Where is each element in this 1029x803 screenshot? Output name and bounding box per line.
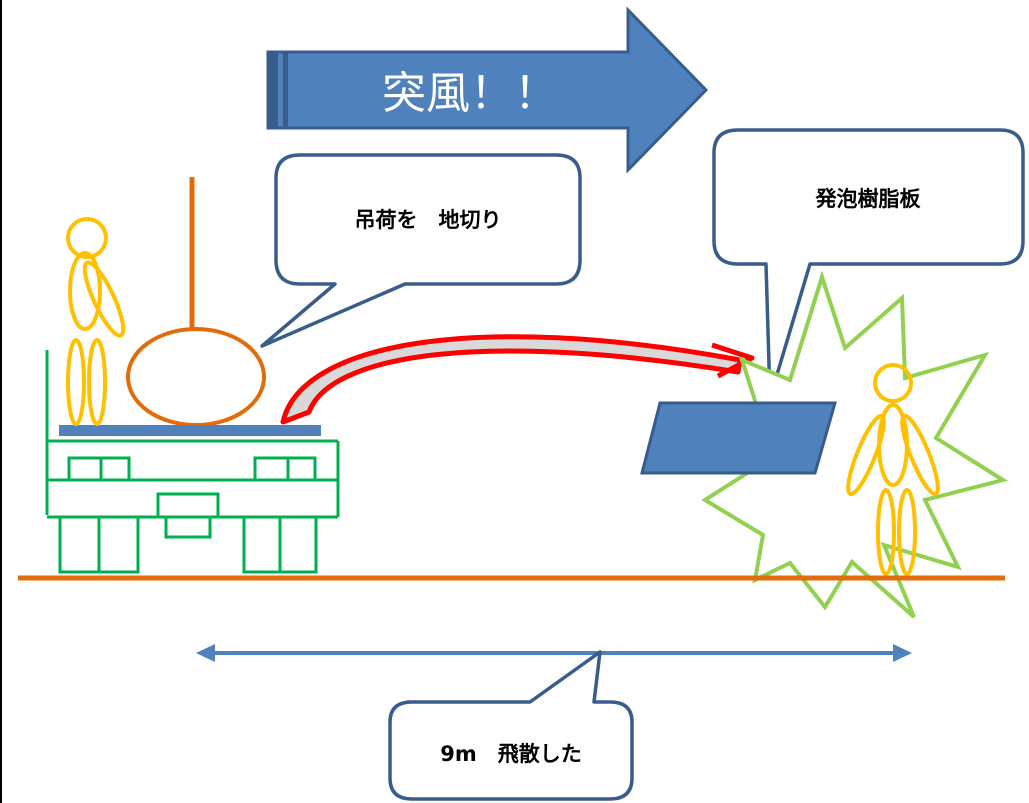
- worker-hit: [846, 363, 940, 576]
- flying-foam-board: [640, 401, 837, 475]
- flight-path-arrow: [280, 334, 755, 425]
- suspended-load: [126, 327, 266, 427]
- wind-arrow: 突風！！: [266, 6, 709, 174]
- board-on-vehicle: [59, 425, 321, 436]
- callout-board: 発泡樹脂板: [712, 128, 1025, 400]
- callout-load: 吊荷を 地切り: [260, 153, 582, 348]
- wind-arrow-label: 突風！！: [382, 68, 558, 119]
- callout-load-text: 吊荷を 地切り: [355, 208, 502, 232]
- callout-distance-text: 9m 飛散した: [440, 742, 582, 766]
- worker-on-vehicle: [66, 217, 126, 426]
- distance-arrow: [196, 644, 912, 662]
- truck-vehicle: [45, 350, 340, 574]
- callout-board-text: 発泡樹脂板: [815, 187, 922, 211]
- callout-distance: 9m 飛散した: [388, 650, 634, 801]
